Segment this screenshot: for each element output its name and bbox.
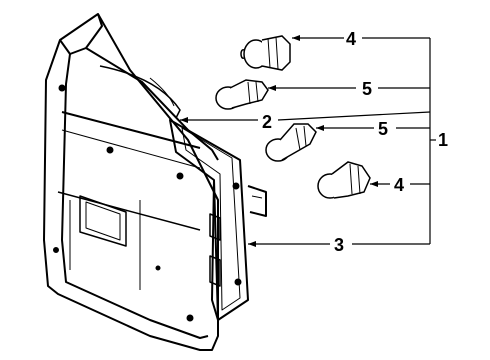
- bulb-socket-lower-right: [317, 161, 371, 199]
- bulb-upper: [215, 79, 269, 110]
- callout-3: 3: [334, 235, 344, 255]
- callout-2: 2: [262, 112, 272, 132]
- lamp-housing: [99, 65, 181, 119]
- callout-5-lower: 5: [378, 119, 388, 139]
- leader-lines: [180, 37, 436, 245]
- leader-arrowheads: [180, 35, 378, 247]
- bulb-socket-upper-right: [240, 35, 291, 71]
- bulb-lower: [265, 123, 317, 162]
- callout-5-upper: 5: [362, 79, 372, 99]
- callout-1: 1: [438, 130, 448, 150]
- callout-4-upper: 4: [346, 29, 356, 49]
- lamp-lens: [43, 13, 219, 351]
- callout-4-lower: 4: [394, 175, 404, 195]
- gasket: [169, 119, 267, 321]
